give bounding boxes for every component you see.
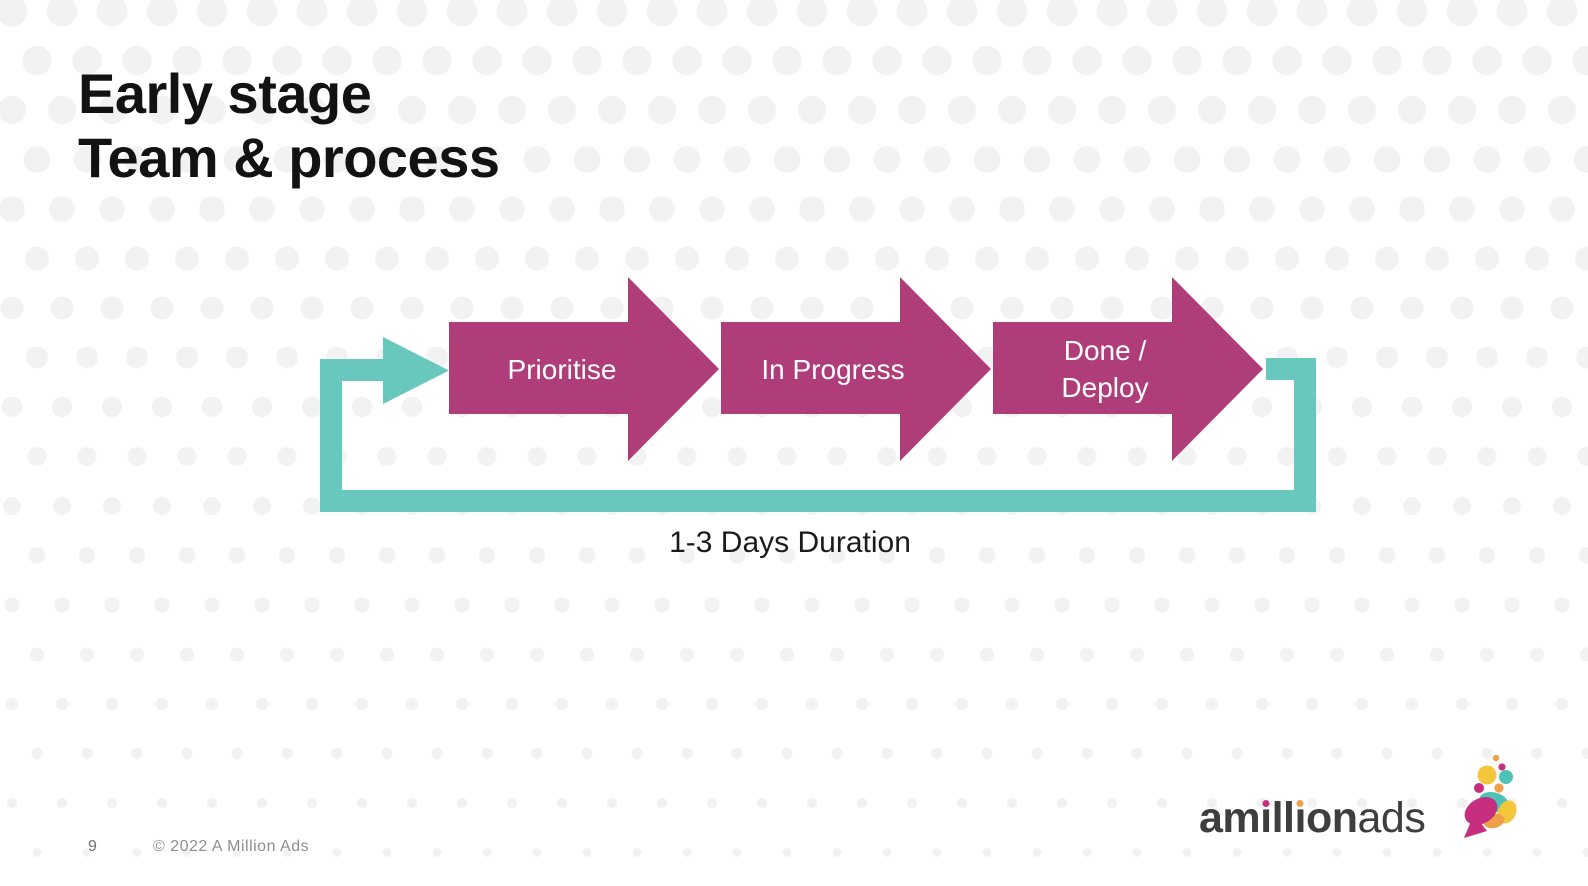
logo-mark-icon [1464,754,1517,838]
process-arrow-done-deploy [993,277,1263,461]
logo-text-on: on [1305,794,1358,842]
process-step-label-in-progress: In Progress [761,354,905,385]
process-step-label-done-deploy: Done / Deploy [1061,335,1149,403]
logo-text-ads: ads [1357,794,1426,842]
logo-text-am: am [1199,794,1261,842]
copyright-text: © 2022 A Million Ads [153,838,310,855]
feedback-loop-arrowhead-icon [383,337,449,404]
process-arrow-prioritise [449,277,719,461]
duration-caption: 1-3 Days Duration [669,526,911,559]
process-arrow-in-progress [721,277,991,461]
logo-i-orange-dot: ı [1294,794,1307,842]
page-number: 9 [88,838,97,855]
feedback-loop-arrow [320,358,1316,512]
page-title: Early stage Team & process [78,62,500,189]
process-step-label-prioritise: Prioritise [507,354,617,385]
logo-text-ll: ll [1271,794,1295,842]
logo-i-magenta-dot: ı [1260,794,1272,842]
